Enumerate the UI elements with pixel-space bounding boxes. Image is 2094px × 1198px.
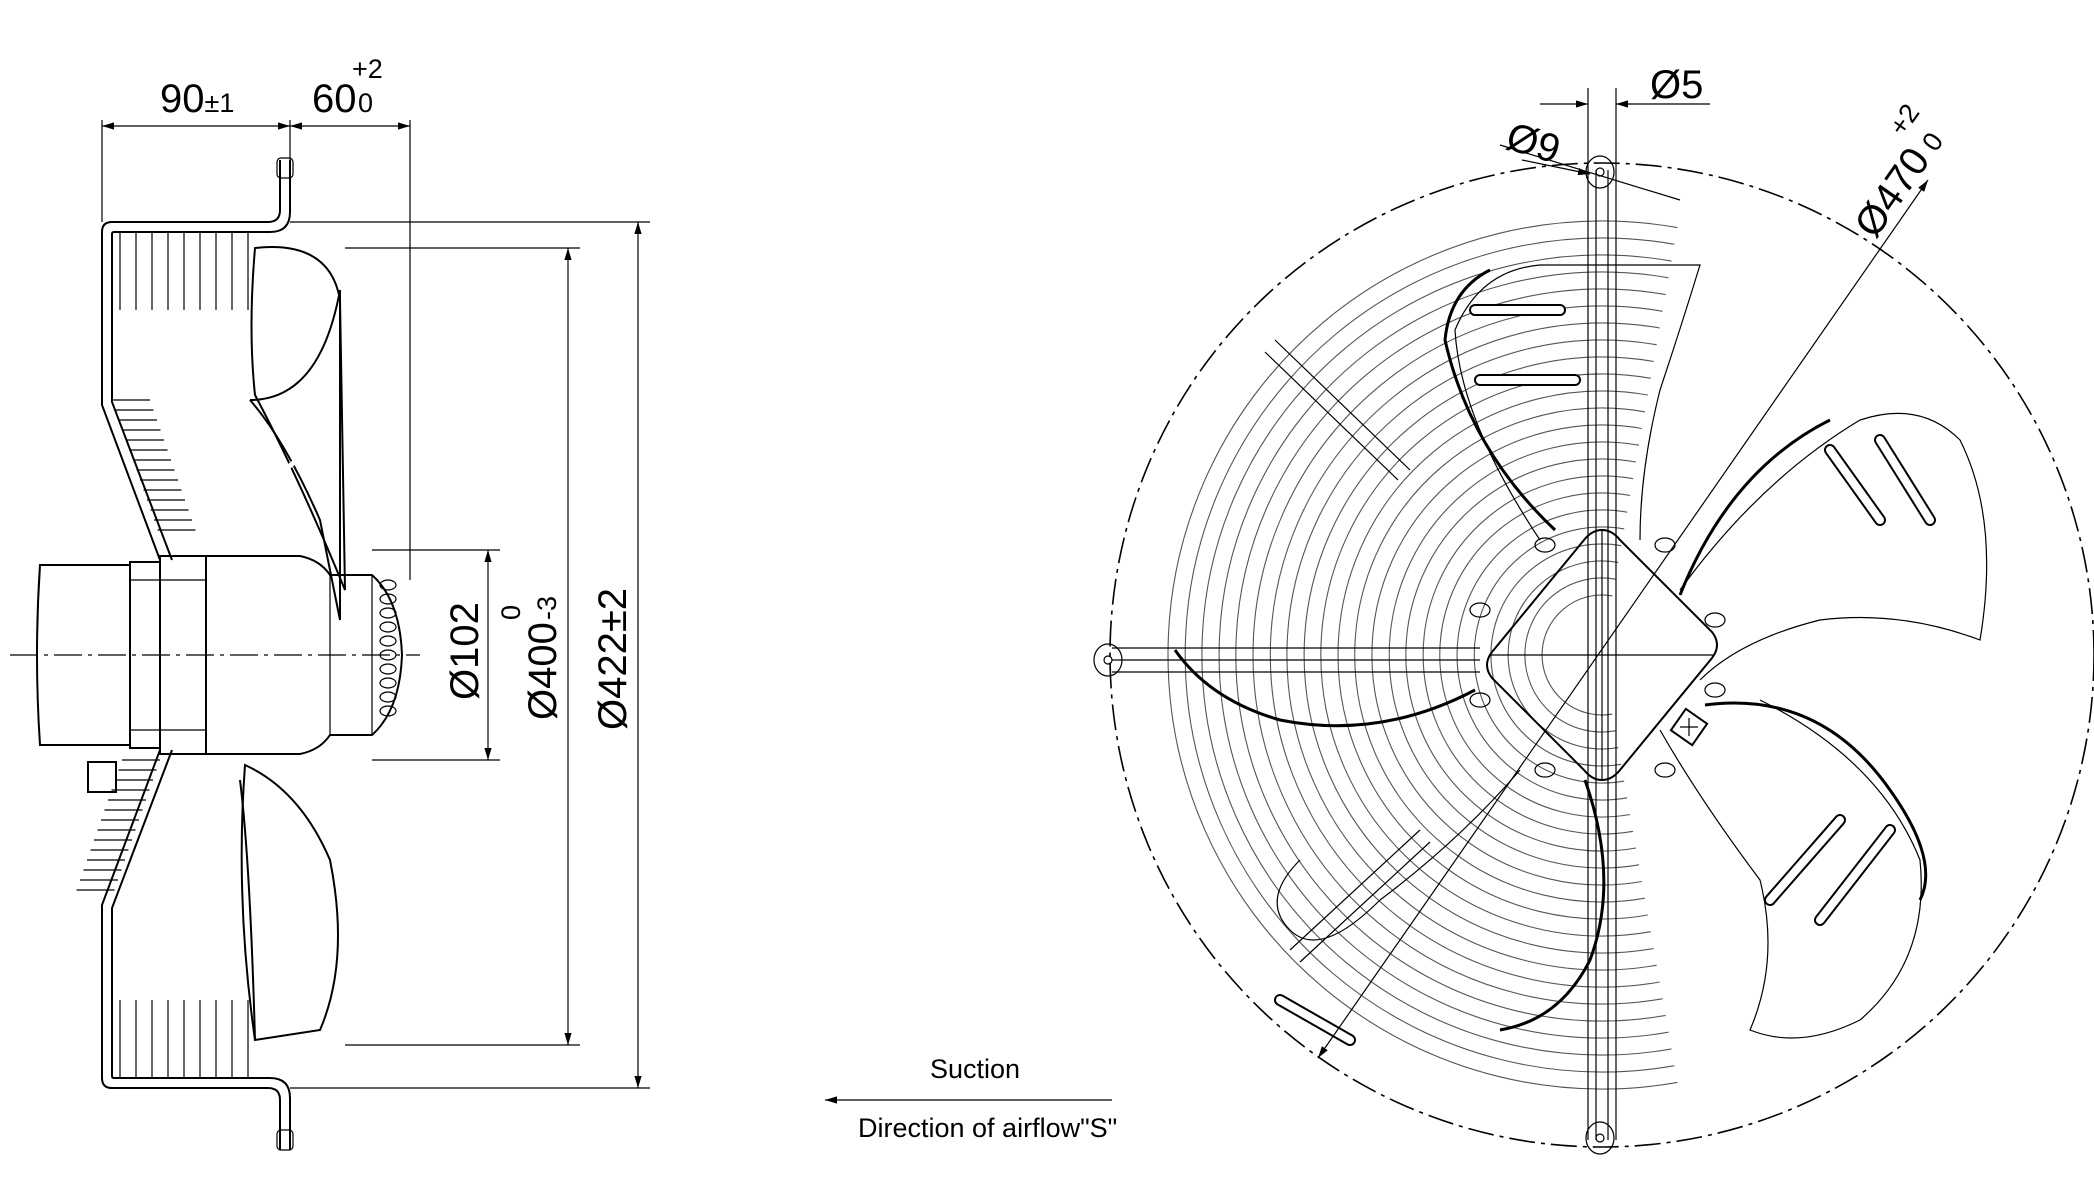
guard-ring-side: [76, 157, 294, 1151]
suction-label: Suction: [930, 1054, 1020, 1084]
hub-stud: [1469, 692, 1491, 708]
dim-outer-dia: Ø470 +2 0: [1846, 98, 1949, 245]
svg-text:-3: -3: [532, 596, 562, 620]
airflow-direction-label: Direction of airflow"S": [858, 1113, 1117, 1143]
hub-rib: [379, 663, 397, 675]
hub-rib: [379, 635, 397, 647]
dim-blade-dia: Ø400 0 -3: [496, 596, 565, 720]
svg-text:0: 0: [496, 605, 526, 620]
hub-rib: [379, 691, 397, 703]
fan-blades-front: [1274, 264, 1988, 1046]
dim-hole-small: Ø5: [1650, 63, 1703, 107]
hub-rib: [379, 579, 397, 591]
dim-guard-depth: 60 +2 0: [312, 54, 383, 121]
dim-hub-depth: 90±1: [160, 77, 234, 121]
motor-body: [36, 555, 207, 793]
hub-rib: [379, 593, 397, 605]
cable-gland-icon: [1669, 707, 1709, 747]
hub-rib: [379, 607, 397, 619]
hub-rib: [379, 677, 397, 689]
svg-text:0: 0: [358, 88, 373, 118]
hub-stud: [1654, 537, 1676, 553]
dim-hub-dia: Ø102: [443, 602, 487, 700]
hub-stud: [1654, 762, 1676, 778]
hub-rib: [379, 649, 397, 661]
hub-stud: [1704, 682, 1726, 698]
svg-text:0: 0: [1916, 127, 1949, 157]
svg-text:+2: +2: [352, 54, 383, 84]
dim-hole-large: Ø9: [1501, 115, 1565, 173]
outer-ring-circle: [1109, 162, 2094, 1148]
hub-stud: [1469, 602, 1491, 618]
hub-rib: [379, 621, 397, 633]
svg-text:60: 60: [312, 77, 357, 121]
front-view: Ø5 Ø9 Ø470 +2 0: [1093, 63, 2094, 1155]
airflow-legend: Suction Direction of airflow"S": [825, 1054, 1117, 1143]
side-view: 90±1 60 +2 0 Ø102 Ø400 0 -3 Ø422±2: [10, 54, 650, 1151]
hub-rib: [379, 705, 397, 717]
svg-text:Ø400: Ø400: [521, 622, 565, 720]
hub-stud: [1704, 612, 1726, 628]
svg-text:Ø470: Ø470: [1846, 140, 1938, 245]
fan-blades-side: [239, 246, 346, 1042]
fan-hub: [205, 555, 404, 755]
dim-ring-dia: Ø422±2: [591, 588, 635, 730]
